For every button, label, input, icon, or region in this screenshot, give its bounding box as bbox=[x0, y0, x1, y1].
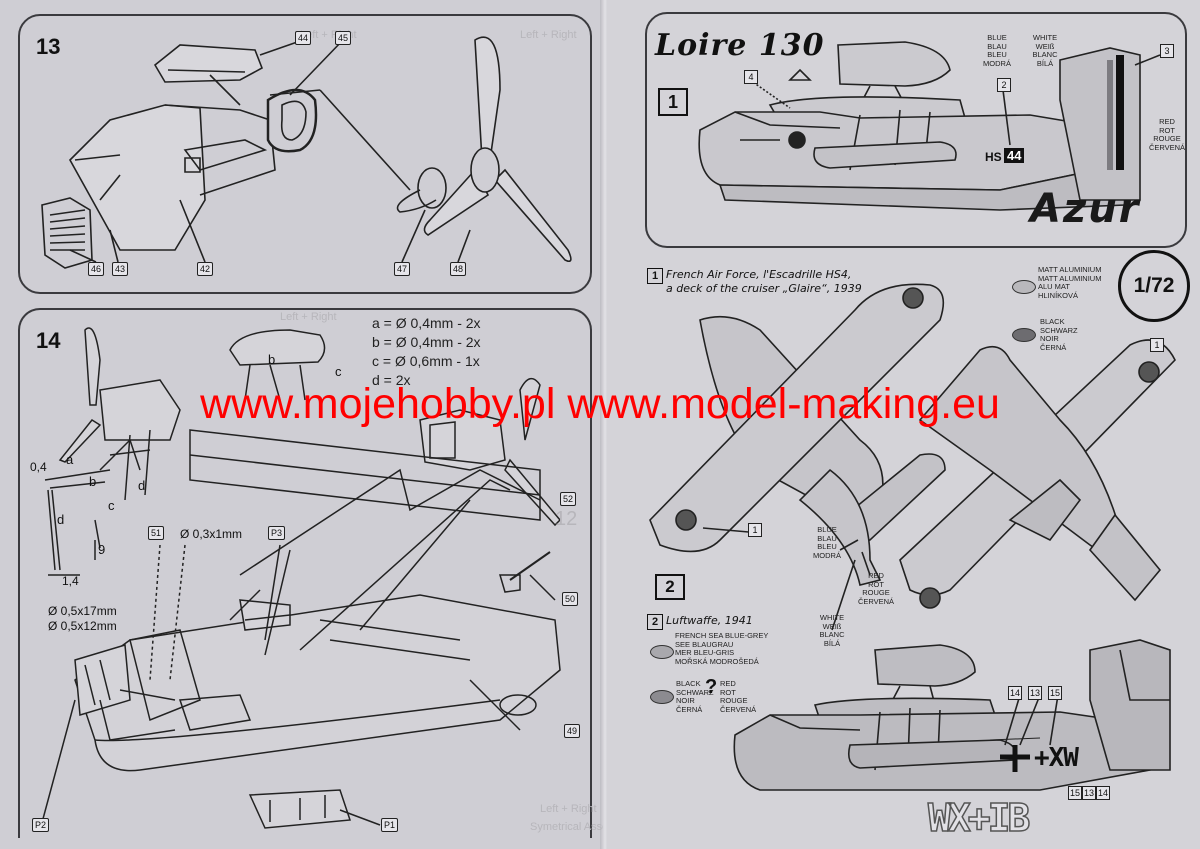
profile-1-panel bbox=[645, 12, 1187, 248]
scheme-2-caption: Luftwaffe, 1941 bbox=[666, 614, 753, 627]
step-14-drawing: Left + Right Left + Right Symetrical Ass… bbox=[39, 311, 603, 833]
dim-9: 9 bbox=[98, 542, 106, 557]
step-13-number: 13 bbox=[36, 34, 61, 59]
legend-red: RED ROT ROUGE ČERVENÁ bbox=[720, 679, 757, 714]
wire-label-b: b bbox=[89, 474, 97, 489]
legend-sea-blue-grey: FRENCH SEA BLUE-GREY SEE BLAUGRAU MER BL… bbox=[675, 631, 769, 666]
callout-14: 14 bbox=[1008, 686, 1022, 700]
legend-black-2: BLACK SCHWARZ NOIR ČERNÁ bbox=[676, 679, 714, 714]
wire-label-a: a bbox=[66, 452, 74, 467]
svg-text:Symetrical Assembly: Symetrical Assembly bbox=[530, 821, 603, 833]
step-14-number: 14 bbox=[36, 328, 61, 353]
callout-13: 13 bbox=[1028, 686, 1042, 700]
callout-3: 3 bbox=[1160, 44, 1174, 58]
wire-spec-d: d = 2x bbox=[372, 372, 411, 388]
callout-48: 48 bbox=[450, 262, 467, 276]
callout-4: 4 bbox=[744, 70, 758, 84]
legend-black: BLACK SCHWARZ NOIR ČERNÁ bbox=[1040, 317, 1078, 352]
callout-P1: P1 bbox=[381, 818, 399, 832]
callout-15: 15 bbox=[1048, 686, 1062, 700]
wire-spec-c: c = Ø 0,6mm - 1x bbox=[372, 353, 480, 369]
svg-text:Left + Right: Left + Right bbox=[540, 803, 597, 815]
svg-text:12: 12 bbox=[555, 508, 577, 530]
scheme1-white-label: WHITE WEIß BLANC BÍLÁ bbox=[819, 613, 845, 648]
wire-spec-b: b = Ø 0,4mm - 2x bbox=[372, 334, 481, 350]
code-decal-mirror: WX+IB bbox=[927, 795, 1031, 841]
callout-50: 50 bbox=[562, 592, 579, 606]
tail-white-label: WHITE WEIß BLANC BÍLÁ bbox=[1032, 33, 1058, 68]
dim-0-4: 0,4 bbox=[30, 460, 47, 474]
wire-label-c: c bbox=[108, 498, 115, 513]
step-13-drawing: Left + Right Left + Right bbox=[41, 29, 577, 269]
wire-spec-list: a = Ø 0,4mm - 2x b = Ø 0,4mm - 2x c = Ø … bbox=[372, 314, 481, 390]
tail-red-label: RED ROT ROUGE ČERVENÁ bbox=[1148, 117, 1186, 152]
wire-spec-a: a = Ø 0,4mm - 2x bbox=[372, 315, 481, 331]
wire-label-c-upper: c bbox=[335, 364, 342, 379]
callout-49: 49 bbox=[564, 724, 581, 738]
callout-15-b: 15 bbox=[1068, 786, 1082, 800]
scheme1-blue-label: BLUE BLAU BLEU MODRÁ bbox=[813, 525, 841, 560]
swatch-black-2 bbox=[650, 690, 674, 704]
callout-46: 46 bbox=[88, 262, 105, 276]
svg-text:Left + Right: Left + Right bbox=[520, 29, 577, 41]
callout-43: 43 bbox=[112, 262, 129, 276]
scale-badge: 1/72 bbox=[1118, 250, 1190, 322]
question-mark: ? bbox=[705, 676, 718, 698]
callout-1-left: 1 bbox=[748, 523, 762, 537]
callout-44: 44 bbox=[295, 31, 312, 45]
svg-text:Left + Right: Left + Right bbox=[280, 311, 337, 323]
callout-42: 42 bbox=[197, 262, 214, 276]
callout-1-right: 1 bbox=[1150, 338, 1164, 352]
wire-0-5x12mm: Ø 0,5x12mm bbox=[48, 619, 117, 633]
brand-logo: Azur bbox=[1030, 186, 1141, 232]
scheme-2-caption-box: 2 bbox=[647, 614, 663, 630]
swatch-matt-aluminium bbox=[1012, 280, 1036, 294]
callout-14-b: 14 bbox=[1096, 786, 1110, 800]
page-gutter bbox=[600, 0, 610, 849]
step-13-panel bbox=[18, 14, 592, 294]
legend-matt-aluminium: MATT ALUMINIUM MATT ALUMINIUM ALU MAT HL… bbox=[1038, 265, 1102, 300]
registration-44: 44 bbox=[1004, 148, 1025, 163]
swatch-sea-blue-grey bbox=[650, 645, 674, 659]
wire-label-d: d bbox=[138, 478, 146, 493]
scheme-1-caption-box: 1 bbox=[647, 268, 663, 284]
wire-0-3x1mm: Ø 0,3x1mm bbox=[180, 527, 243, 541]
callout-51: 51 bbox=[148, 526, 165, 540]
scheme-1-box: 1 bbox=[658, 88, 688, 116]
wire-0-5x17mm: Ø 0,5x17mm bbox=[48, 604, 117, 618]
callout-13-b: 13 bbox=[1082, 786, 1096, 800]
swatch-black bbox=[1012, 328, 1036, 342]
wire-label-b-upper: b bbox=[268, 352, 276, 367]
callout-45: 45 bbox=[335, 31, 352, 45]
scheme-1-caption-line2: a deck of the cruiser „Glaire“, 1939 bbox=[666, 282, 862, 295]
watermark-text: www.mojehobby.pl www.model-making.eu bbox=[200, 380, 1000, 428]
registration-hs: HS bbox=[985, 150, 1002, 164]
callout-47: 47 bbox=[394, 262, 411, 276]
model-title: Loire 130 bbox=[655, 28, 825, 63]
dim-1-4: 1,4 bbox=[62, 574, 79, 588]
step-14-panel bbox=[18, 308, 592, 838]
scheme-1-caption-line1: French Air Force, l'Escadrille HS4, bbox=[666, 268, 852, 281]
callout-P3: P3 bbox=[268, 526, 286, 540]
luftwaffe-code: +XW bbox=[1034, 743, 1079, 773]
callout-P2: P2 bbox=[32, 818, 50, 832]
callout-52: 52 bbox=[560, 492, 577, 506]
scheme1-red-label: RED ROT ROUGE ČERVENÁ bbox=[857, 571, 895, 606]
scheme-2-box: 2 bbox=[655, 574, 685, 600]
dim-label-d: d bbox=[57, 512, 65, 527]
callout-2: 2 bbox=[997, 78, 1011, 92]
tail-blue-label: BLUE BLAU BLEU MODRÁ bbox=[983, 33, 1011, 68]
